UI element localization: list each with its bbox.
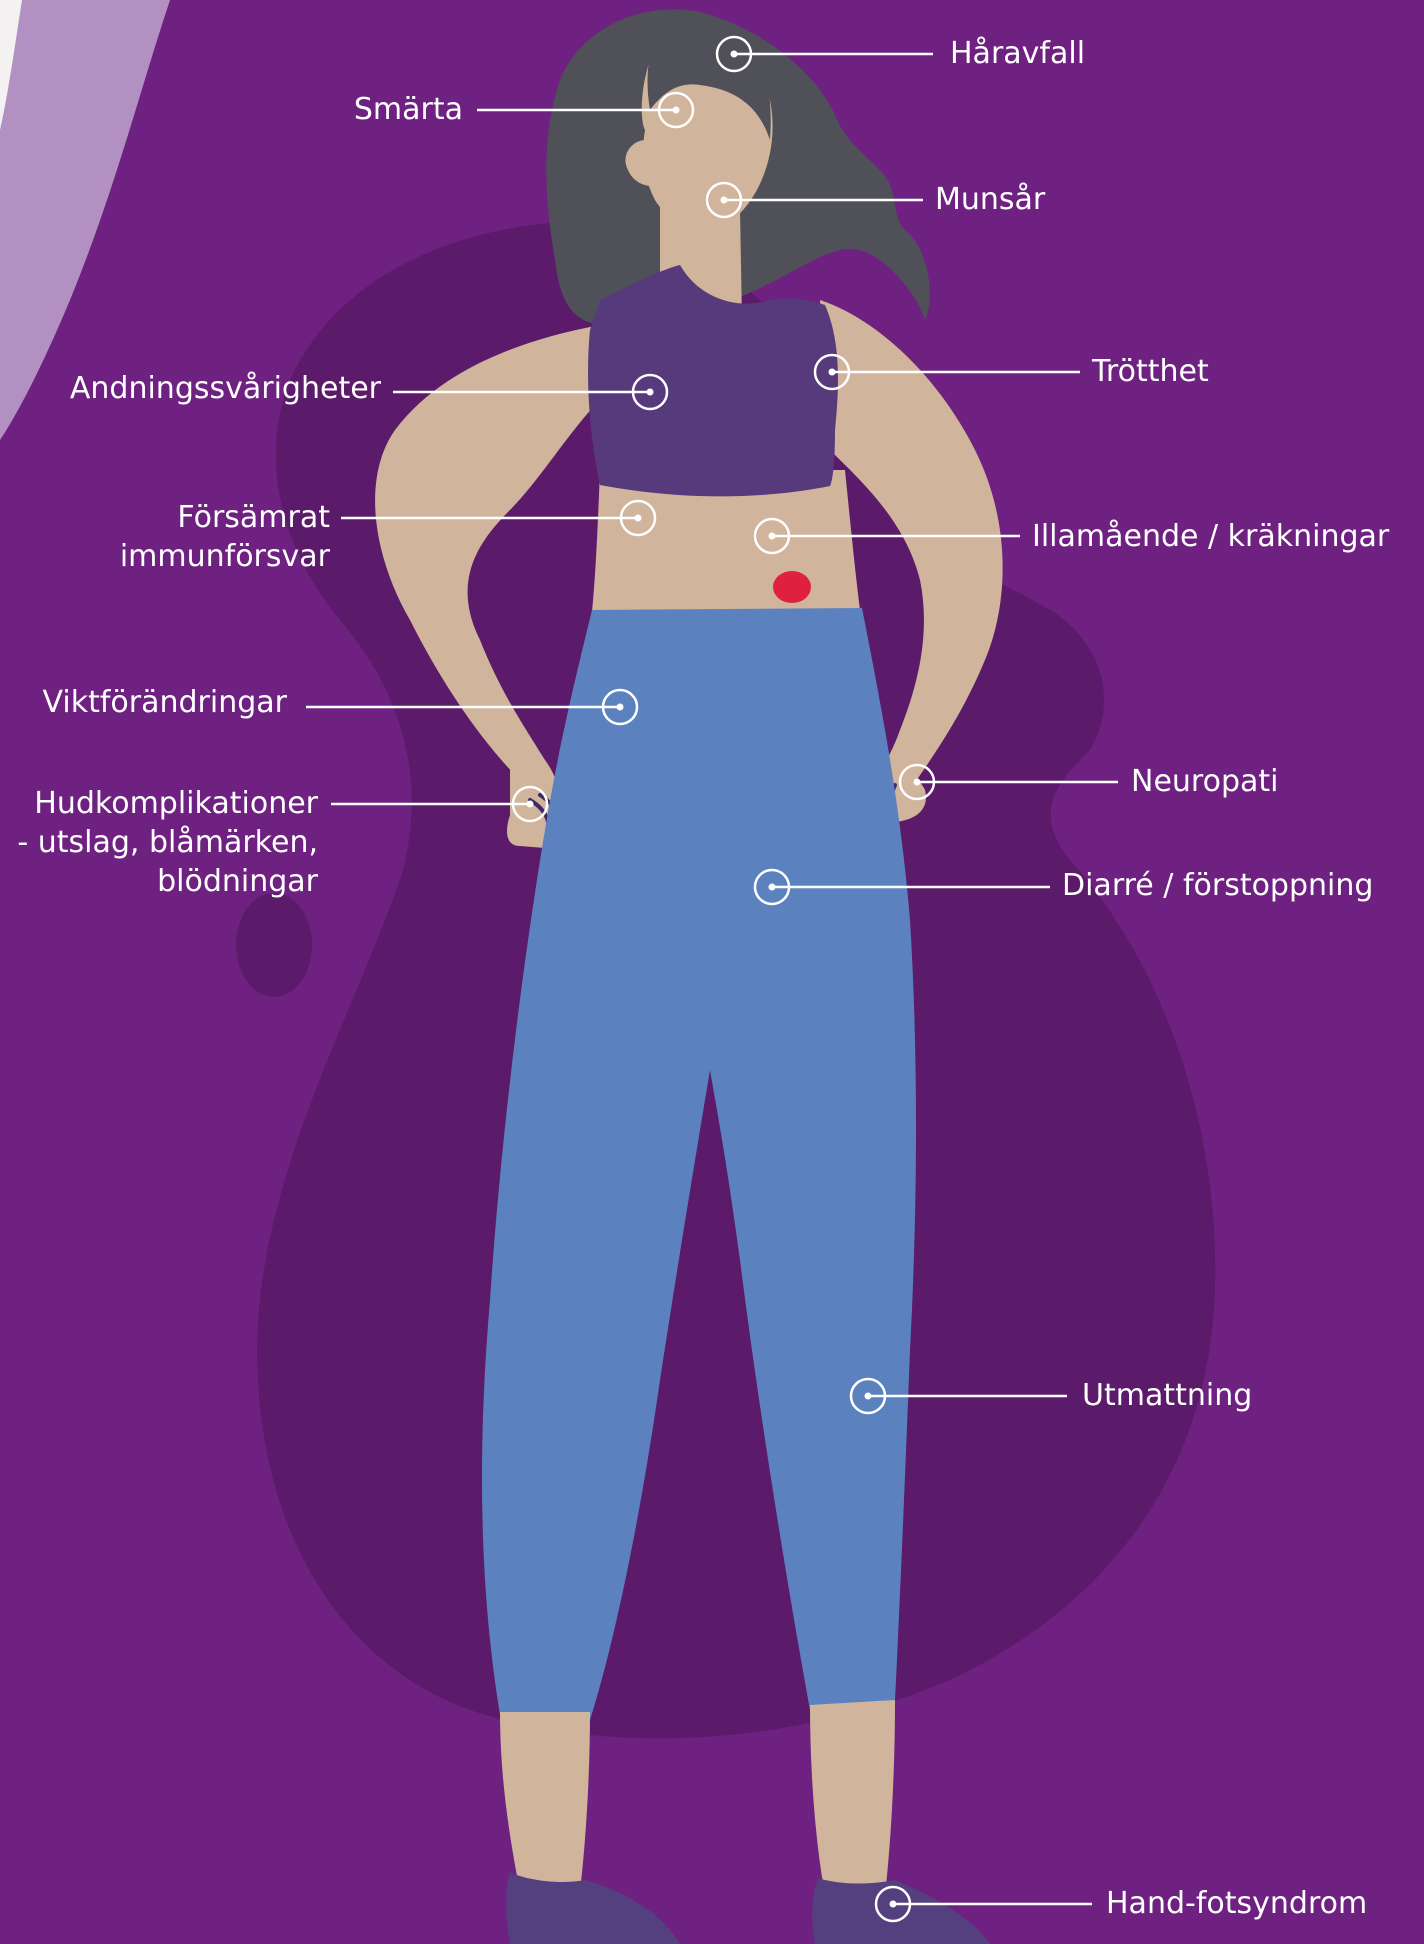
label-hand-fotsyndrom: Hand-fotsyndrom <box>1106 1884 1367 1923</box>
label-line: Försämrat <box>120 498 330 537</box>
label-hudkomplikationer: Hudkomplikationer - utslag, blåmärken, b… <box>17 784 318 901</box>
label-illamaende: Illamående / kräkningar <box>1032 517 1389 556</box>
label-viktforandringar: Viktförändringar <box>43 683 287 722</box>
label-neuropati: Neuropati <box>1131 762 1278 801</box>
label-diarre: Diarré / förstoppning <box>1062 866 1373 905</box>
label-andningssvarigheter: Andningssvårigheter <box>70 369 381 408</box>
label-smarta: Smärta <box>354 90 463 129</box>
highlight-spot <box>773 571 811 603</box>
right-leg <box>810 1700 895 1895</box>
label-line: Hudkomplikationer <box>17 784 318 823</box>
label-line: - utslag, blåmärken, <box>17 823 318 862</box>
label-trotthet: Trötthet <box>1092 352 1209 391</box>
label-munsar: Munsår <box>935 180 1045 219</box>
top <box>588 265 838 496</box>
label-line: blödningar <box>17 862 318 901</box>
label-immunforsvar: Försämrat immunförsvar <box>120 498 330 576</box>
label-line: immunförsvar <box>120 537 330 576</box>
label-utmattning: Utmattning <box>1082 1376 1252 1415</box>
label-haravfall: Håravfall <box>950 34 1085 73</box>
